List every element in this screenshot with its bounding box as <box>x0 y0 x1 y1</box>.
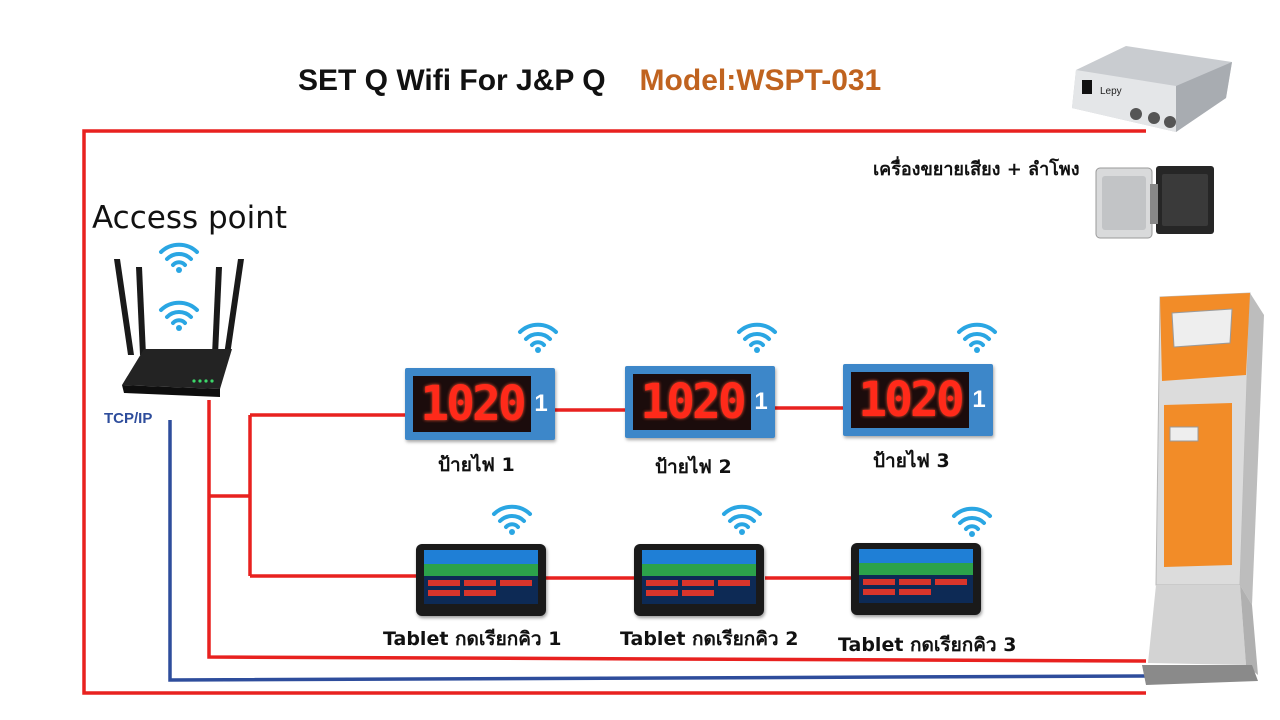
counter-number: 1 <box>972 386 986 413</box>
model-label: Model:WSPT-031 <box>639 64 882 97</box>
led-sign: 1020 1 <box>625 366 775 438</box>
speaker-icon <box>1095 166 1214 239</box>
amplifier-label: เครื่องขยายเสียง + ลำโพง <box>873 159 1080 180</box>
led-display: 1020 <box>851 372 969 428</box>
tablet-screen <box>424 550 538 604</box>
wifi-icon <box>737 322 777 353</box>
amplifier-brand: Lepy <box>1100 86 1122 97</box>
wifi-icon <box>492 504 532 535</box>
tablet-device <box>851 543 981 615</box>
sign-caption: ป้ายไฟ 3 <box>873 450 950 472</box>
protocol-label: TCP/IP <box>104 410 153 427</box>
tablet-device <box>634 544 764 616</box>
router-icon <box>114 259 244 397</box>
sign-caption: ป้ายไฟ 2 <box>655 456 732 478</box>
power-wire-top-loop <box>82 129 1146 695</box>
led-display: 1020 <box>413 376 531 432</box>
tablet-device <box>416 544 546 616</box>
wifi-icon <box>159 300 199 331</box>
wifi-icon <box>518 322 558 353</box>
tablet-screen <box>642 550 756 604</box>
amplifier-icon: Lepy <box>1072 46 1232 132</box>
led-display: 1020 <box>633 374 751 430</box>
network-wire <box>168 420 1147 682</box>
tablet-caption: Tablet กดเรียกคิว 1 <box>383 628 562 650</box>
kiosk-icon <box>1142 292 1264 685</box>
led-sign: 1020 1 <box>405 368 555 440</box>
power-wire-main <box>207 400 1147 663</box>
wifi-icon <box>722 504 762 535</box>
page-title: SET Q Wifi For J&P Q Model:WSPT-031 <box>298 64 881 98</box>
tablet-screen <box>859 549 973 603</box>
led-sign: 1020 1 <box>843 364 993 436</box>
title-main: SET Q Wifi For J&P Q <box>298 64 606 97</box>
access-point-label: Access point <box>92 200 288 236</box>
wifi-icon <box>159 242 199 273</box>
counter-number: 1 <box>534 390 548 417</box>
tablet-caption: Tablet กดเรียกคิว 3 <box>838 634 1017 656</box>
sign-caption: ป้ายไฟ 1 <box>438 454 515 476</box>
tablet-caption: Tablet กดเรียกคิว 2 <box>620 628 799 650</box>
wifi-icon <box>957 322 997 353</box>
counter-number: 1 <box>754 388 768 415</box>
wifi-icon <box>952 506 992 537</box>
